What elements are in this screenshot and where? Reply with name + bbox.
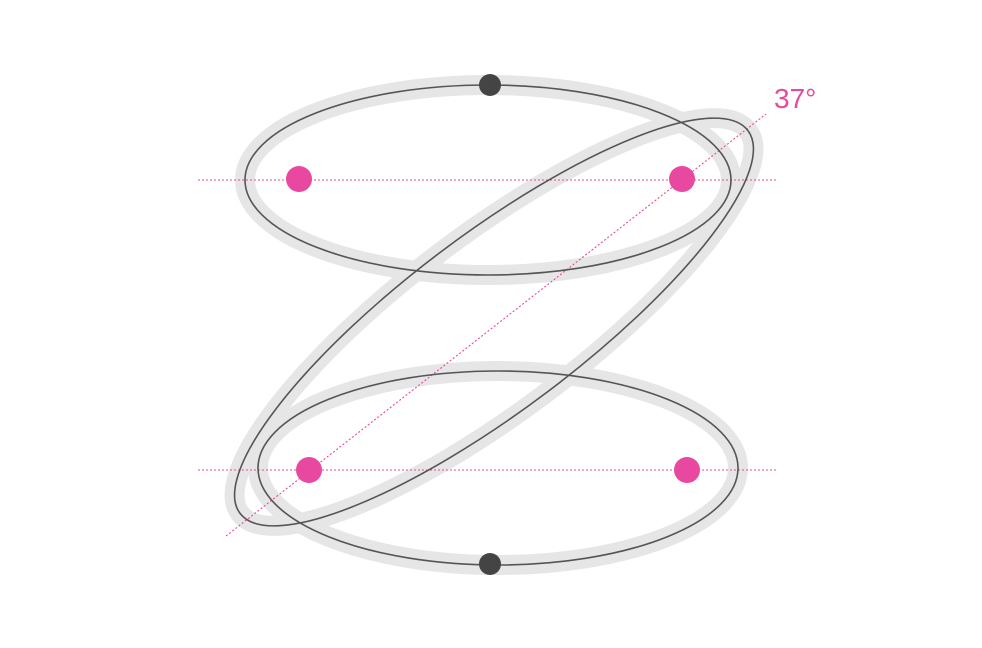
top-anchor-point bbox=[479, 74, 501, 96]
halo-layer bbox=[224, 75, 764, 575]
upper-right-focus bbox=[669, 166, 695, 192]
lower-left-focus bbox=[296, 457, 322, 483]
lower-right-focus bbox=[674, 457, 700, 483]
bottom-anchor-point bbox=[479, 553, 501, 575]
points-layer bbox=[286, 74, 700, 575]
diagonal-ellipse bbox=[233, 117, 755, 527]
angle-label: 37° bbox=[774, 83, 816, 114]
upper-left-focus bbox=[286, 166, 312, 192]
bottom-ellipse-halo bbox=[248, 361, 748, 575]
